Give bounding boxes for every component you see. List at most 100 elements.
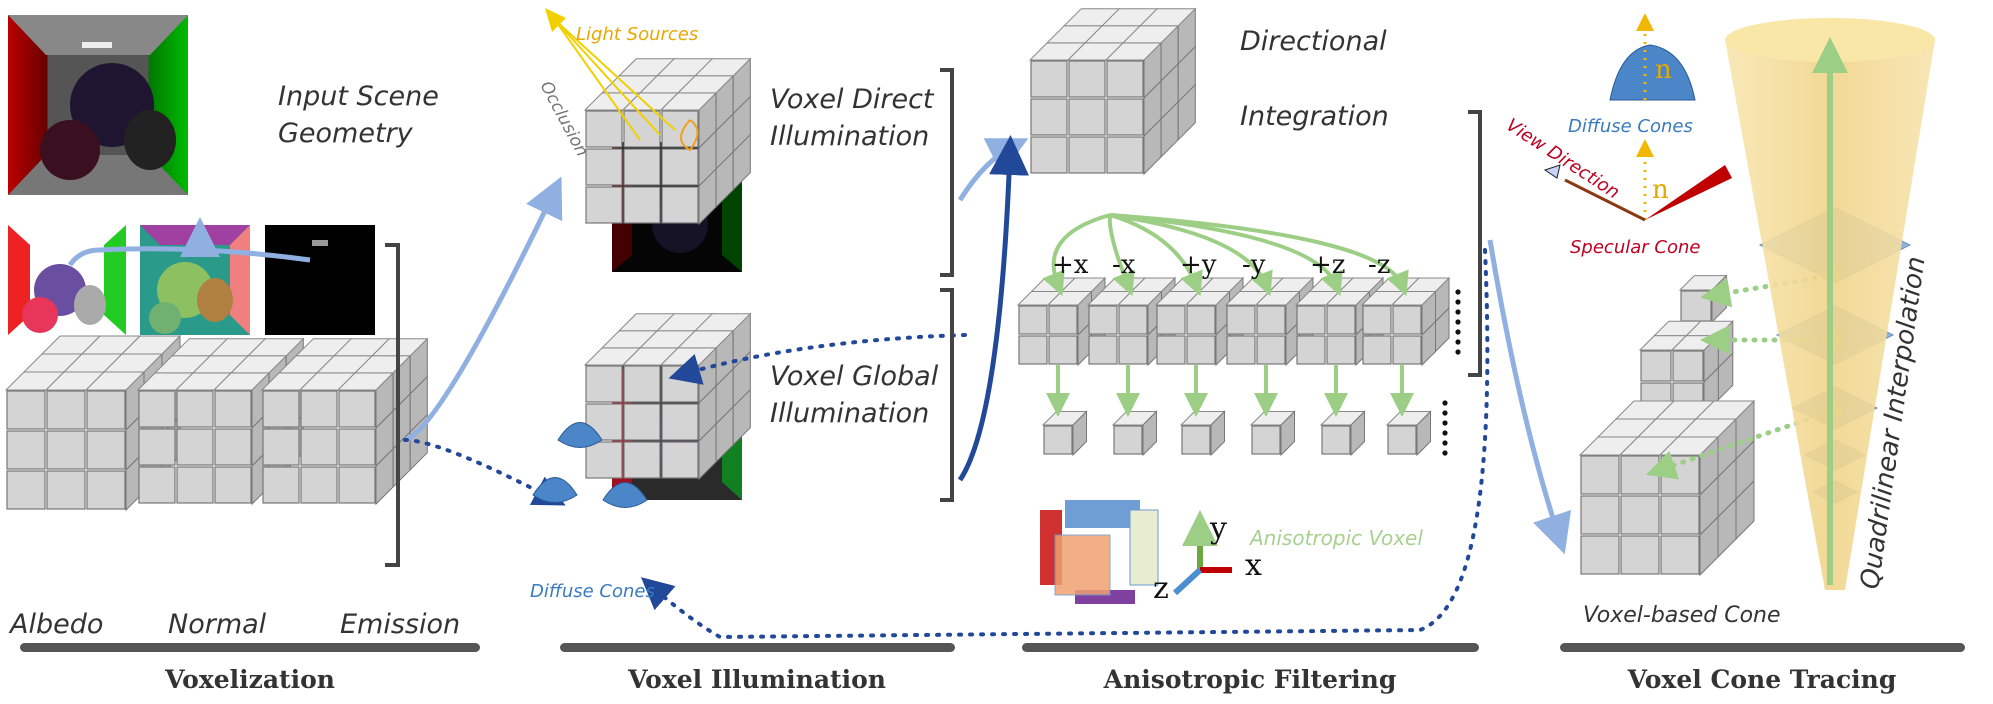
view-direction-arrow	[1564, 178, 1646, 222]
integration-arrow	[1042, 213, 1111, 297]
voxel-cell	[1620, 535, 1660, 575]
ellipsis-dot	[1442, 440, 1448, 446]
voxel-cell	[6, 390, 46, 430]
normal-n-label-1: n	[1655, 55, 1672, 85]
voxel-top	[1130, 277, 1177, 292]
voxel-cell	[214, 390, 252, 428]
voxel-cell	[1620, 495, 1660, 535]
normal-n-label-2: n	[1652, 175, 1669, 205]
occlusion-label: Occlusion	[536, 78, 592, 160]
voxel-cell	[300, 428, 338, 466]
voxel-cell	[1256, 335, 1286, 365]
voxel-cell	[1030, 136, 1068, 174]
voxel-cell	[46, 470, 86, 510]
direction-label-+y: +y	[1180, 250, 1217, 280]
voxel-side	[1435, 306, 1450, 353]
mip-voxel-0	[1041, 410, 1088, 457]
voxel-top	[120, 335, 182, 355]
voxel-cell	[214, 466, 252, 504]
scene-split-arrow	[67, 246, 311, 267]
voxel-cell	[623, 441, 661, 479]
voxel-side	[732, 133, 751, 192]
voxel-light-cone-icon	[680, 119, 699, 152]
voxel-top	[1060, 277, 1107, 292]
voxel-side	[732, 388, 751, 447]
voxel-cell	[138, 428, 176, 466]
voxel-cell	[86, 470, 126, 510]
bracket-direct	[940, 68, 954, 277]
direction-label-+x: +x	[1052, 250, 1089, 280]
voxel-top	[1404, 277, 1451, 292]
diffuse-cone-icon	[532, 477, 578, 503]
voxel-cell	[1256, 305, 1286, 335]
global-to-integration-arrow	[957, 135, 1030, 482]
voxel-cell	[300, 466, 338, 504]
voxel-cell	[1068, 136, 1106, 174]
voxel-cell	[1048, 335, 1078, 365]
voxel-cell	[1118, 305, 1148, 335]
integration-arrow	[1107, 214, 1135, 297]
voxel-side	[1735, 479, 1755, 541]
axis-z-arrow	[1172, 567, 1203, 596]
voxel-cell	[214, 428, 252, 466]
voxel-cell	[1088, 335, 1118, 365]
input-scene-label-2: Geometry	[278, 118, 414, 149]
section-bar-voxelization	[20, 643, 480, 652]
voxel-cell	[6, 430, 46, 470]
voxel-cell	[1186, 335, 1216, 365]
voxel-cell	[86, 430, 126, 470]
diffuse-cones-label: Diffuse Cones	[530, 581, 655, 602]
light-sources-label: Light Sources	[576, 24, 698, 45]
voxel-cell	[338, 390, 376, 428]
albedo-map	[8, 225, 126, 335]
voxel-cell	[1660, 535, 1700, 575]
ellipsis-dot	[1442, 420, 1448, 426]
section-bar-cone-tracing	[1560, 643, 1965, 652]
voxel-cone	[1725, 18, 1935, 590]
normal-label: Normal	[168, 609, 267, 640]
voxel-cell	[1106, 98, 1144, 136]
ellipsis-dot	[1455, 329, 1461, 335]
ellipsis-dot	[1455, 349, 1461, 355]
cone-voxel-small	[1678, 274, 1728, 324]
voxelization-to-global-arrow	[403, 438, 566, 506]
voxel-side	[1210, 410, 1225, 457]
axis-x-label: x	[1245, 548, 1262, 583]
direct-illumination-label-2: Illumination	[770, 121, 929, 152]
camera-icon	[1543, 164, 1561, 179]
voxel-side	[1350, 410, 1365, 457]
voxel-cell	[585, 110, 623, 148]
voxel-cell	[1030, 60, 1068, 98]
bracket-voxelization	[385, 243, 400, 567]
voxel-cell	[1106, 60, 1144, 98]
section-bar-filtering	[1022, 643, 1479, 652]
voxel-cell	[1296, 335, 1326, 365]
voxel-top	[693, 313, 752, 332]
voxel-cell	[585, 186, 623, 224]
voxel-cell	[262, 466, 300, 504]
voxel-cell	[1181, 425, 1211, 455]
axis-y-label: y	[1209, 511, 1227, 546]
voxel-cell	[1321, 425, 1351, 455]
section-title-filtering: Anisotropic Filtering	[1103, 665, 1397, 694]
voxel-cell	[1362, 335, 1392, 365]
voxel-cell	[1068, 60, 1106, 98]
direct-illumination-label-1: Voxel Direct	[770, 84, 935, 115]
voxel-side	[1177, 83, 1196, 142]
voxel-top	[693, 58, 752, 77]
voxel-cell	[300, 390, 338, 428]
specular-cone-icon	[1645, 165, 1732, 220]
voxel-cell	[1118, 335, 1148, 365]
voxel-cell	[585, 441, 623, 479]
voxel-cell	[1660, 495, 1700, 535]
voxel-cell	[661, 148, 699, 186]
voxel-cell	[1186, 305, 1216, 335]
voxel-cell	[1640, 350, 1672, 382]
specular-cone-label: Specular Cone	[1570, 237, 1700, 258]
voxel-based-cone-label: Voxel-based Cone	[1583, 603, 1781, 628]
input-scene-label-1: Input Scene	[278, 81, 439, 112]
voxel-cell	[1226, 305, 1256, 335]
directional-integration-label-1: Directional	[1240, 26, 1387, 57]
diffuse-cones-hemisphere-icon	[1609, 44, 1696, 101]
